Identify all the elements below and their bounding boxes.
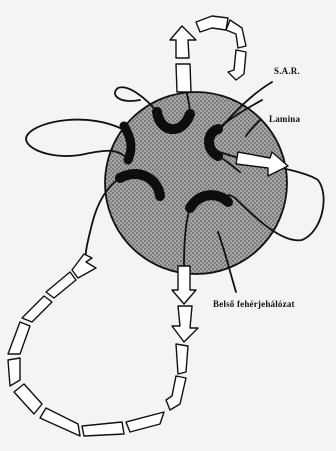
arrow-lower-3 [176,344,188,374]
arrow-lower-11 [22,296,52,322]
arrow-lower-8 [14,384,42,414]
inner-protein-network-label: Belső fehérjehálózat [213,299,295,309]
arrow-top-loop-3 [196,16,228,32]
arrow-lower-12 [46,272,76,298]
arrow-lower-2 [172,306,198,342]
arrow-top-loop-4 [226,20,246,48]
arrow-lower-13 [72,254,96,278]
lamina-label: Lamina [269,114,300,124]
arrow-lower-9 [8,358,20,386]
sar-label: S.A.R. [274,66,300,76]
arrow-lower-4 [166,376,186,410]
arrow-lower-6 [82,422,124,436]
arrow-lower-10 [8,322,30,354]
arrow-top-loop-1 [176,64,191,92]
arrow-lower-5 [126,412,164,432]
arrow-top-loop-2 [170,26,196,58]
arrow-lower-7 [40,408,80,436]
arrow-top-loop-5 [228,50,246,80]
